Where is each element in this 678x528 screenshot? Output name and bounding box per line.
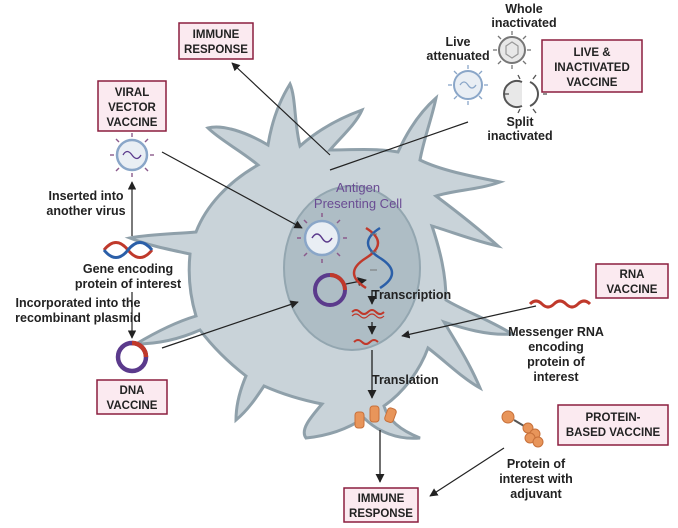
protein-box-line1: PROTEIN- [586, 412, 641, 424]
split-inactivated-line1: Split [506, 115, 534, 129]
mrna-strand-icon [351, 313, 385, 319]
mrna-line3: protein of [527, 355, 585, 369]
viral-vector-box: VIRAL VECTOR VACCINE [97, 80, 167, 132]
whole-inactivated-line2: inactivated [491, 16, 556, 30]
plasmid-in-cell-icon [313, 273, 347, 307]
viral-vector-virus-icon [110, 133, 154, 177]
viral-box-line1: VIRAL [115, 87, 150, 99]
rna-box-line1: RNA [620, 269, 645, 281]
plasmid-to-dna-arrow [345, 277, 367, 287]
immune-bottom-line2: RESPONSE [349, 508, 413, 520]
immune-top-line1: IMMUNE [193, 29, 240, 41]
dna-box-line1: DNA [120, 385, 145, 397]
whole-inactivated-virus-icon [493, 31, 531, 69]
plasmid-to-cell-arrow [161, 300, 299, 349]
cell-title-line2: Presenting Cell [314, 196, 402, 211]
live-attenuated-line2: attenuated [426, 49, 489, 63]
cell-to-immune-top-arrow [231, 62, 331, 156]
gene-encoding-line2: protein of interest [75, 277, 182, 291]
viral-box-line2: VECTOR [108, 102, 156, 114]
mrna-line4: interest [533, 370, 579, 384]
protein-adjuvant-line3: adjuvant [510, 487, 562, 501]
immune-response-bottom-box: IMMUNE RESPONSE [343, 487, 419, 523]
whole-inactivated-line1: Whole [505, 2, 543, 16]
live-vaccine-to-cell-line [329, 121, 469, 171]
live-attenuated-virus-icon [448, 65, 488, 105]
protein-to-immune-bottom-arrow [429, 447, 505, 497]
rna-box-line2: VACCINE [607, 284, 658, 296]
split-inactivated-virus-icon [503, 74, 547, 114]
protein-vaccine-box: PROTEIN- BASED VACCINE [557, 404, 669, 446]
incorporated-line1: Incorporated into the [16, 296, 141, 310]
mrna-line2: encoding [528, 340, 584, 354]
inserted-line2: another virus [46, 204, 125, 218]
transcription-label: Transcription [372, 288, 451, 302]
mrna-in-nucleus-icon [351, 309, 385, 315]
gene-dna-icon [102, 241, 154, 259]
rna-to-cell-arrow [401, 305, 537, 339]
split-inactivated-line2: inactivated [487, 129, 552, 143]
live-attenuated-line1: Live [445, 35, 470, 49]
viral-vector-to-cell-arrow [161, 151, 303, 229]
dna-box-line2: VACCINE [107, 400, 158, 412]
dna-vaccine-box: DNA VACCINE [96, 379, 168, 415]
protein-pieces-icon [354, 405, 397, 429]
cell-title-line1: Antigen [336, 180, 380, 195]
rna-vaccine-box: RNA VACCINE [595, 263, 669, 299]
live-box-line2: INACTIVATED [554, 62, 630, 74]
inserted-line1: Inserted into [48, 189, 123, 203]
mrna-line1: Messenger RNA [508, 325, 604, 339]
protein-adjuvant-line1: Protein of [507, 457, 566, 471]
dna-helix-icon [352, 226, 394, 290]
rna-strand-icon [528, 299, 592, 309]
protein-box-line2: BASED VACCINE [566, 427, 661, 439]
dna-plasmid-icon [115, 340, 149, 374]
live-inactivated-box: LIVE & INACTIVATED VACCINE [541, 39, 643, 93]
translation-label: Translation [372, 373, 439, 387]
immune-bottom-line1: IMMUNE [358, 493, 405, 505]
protein-adjuvant-icon [501, 410, 544, 448]
virus-in-cell-icon [297, 213, 347, 263]
protein-adjuvant-line2: interest with [499, 472, 573, 486]
immune-response-top-box: IMMUNE RESPONSE [178, 22, 254, 60]
immune-top-line2: RESPONSE [184, 44, 248, 56]
gene-encoding-line1: Gene encoding [83, 262, 173, 276]
incorporated-line2: recombinant plasmid [15, 311, 141, 325]
live-box-line1: LIVE & [573, 47, 610, 59]
viral-box-line3: VACCINE [107, 117, 158, 129]
live-box-line3: VACCINE [567, 77, 618, 89]
mrna-cytoplasm-icon [353, 339, 379, 345]
